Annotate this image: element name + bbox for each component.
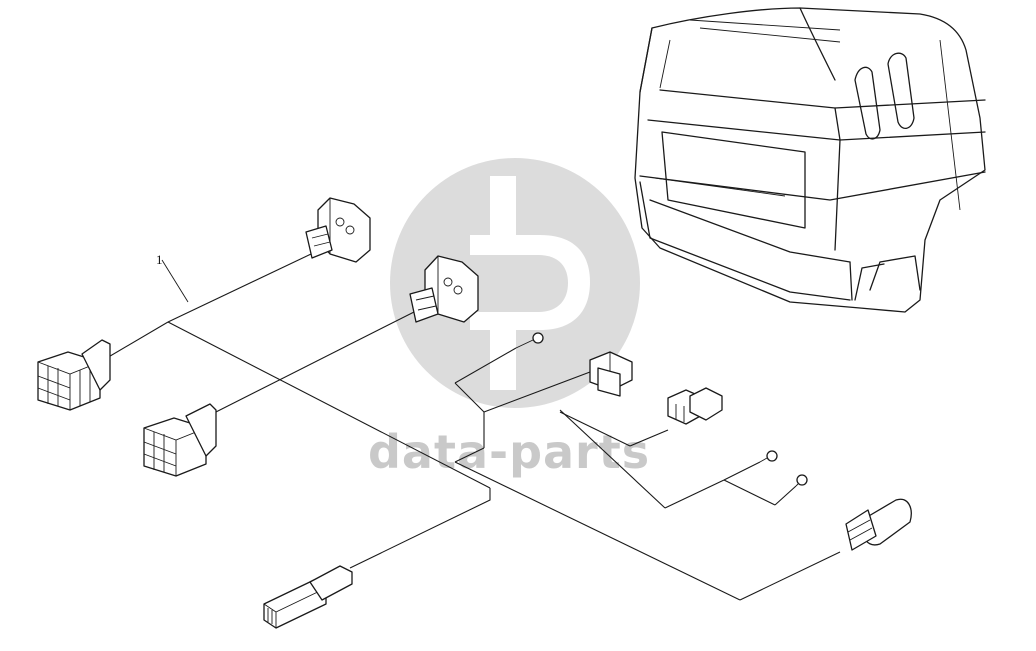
connector-top-center — [305, 197, 371, 263]
truck-cab-illustration — [634, 7, 986, 313]
connector-left-block — [37, 339, 111, 411]
connector-middle — [409, 255, 479, 323]
connector-right-center — [589, 351, 633, 397]
connector-bottom-flat — [263, 565, 353, 629]
watermark-logo — [390, 158, 640, 408]
watermark-text: data-parts — [368, 425, 650, 479]
ring-terminals — [515, 332, 808, 487]
connector-right-round — [845, 498, 912, 551]
harness-wires — [99, 244, 841, 601]
connector-left-lower-block — [143, 403, 217, 477]
connector-right-pair — [667, 387, 723, 425]
callout-label: 1 — [156, 252, 163, 267]
